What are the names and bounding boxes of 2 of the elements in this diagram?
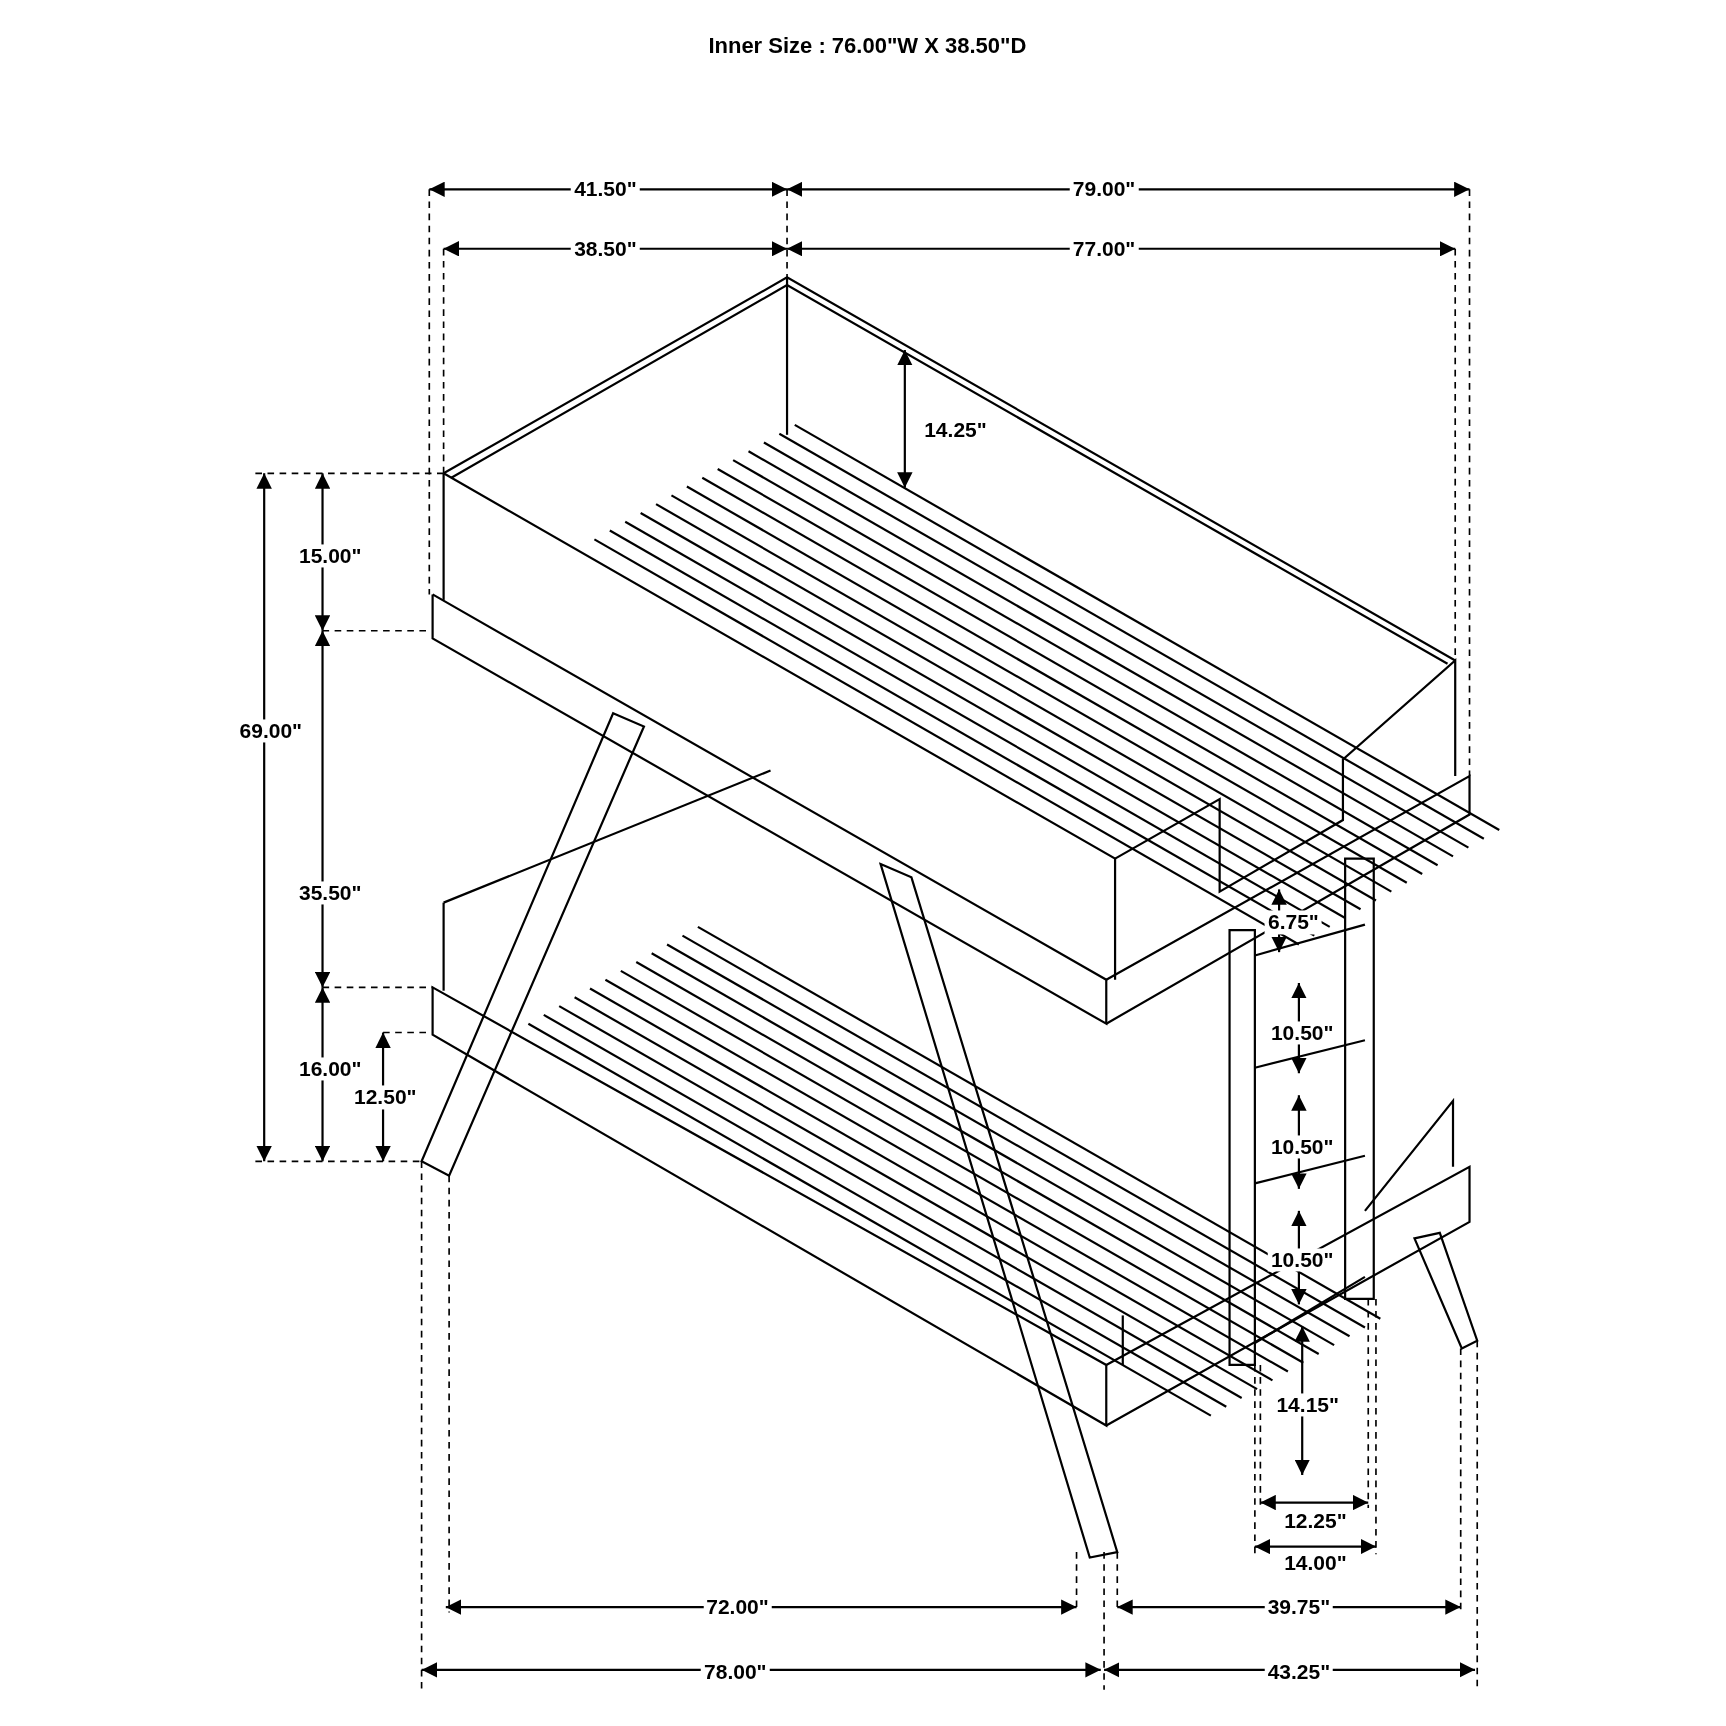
- title: Inner Size : 76.00"W X 38.50"D: [708, 33, 1027, 60]
- dimension-label: 6.75": [1264, 910, 1322, 934]
